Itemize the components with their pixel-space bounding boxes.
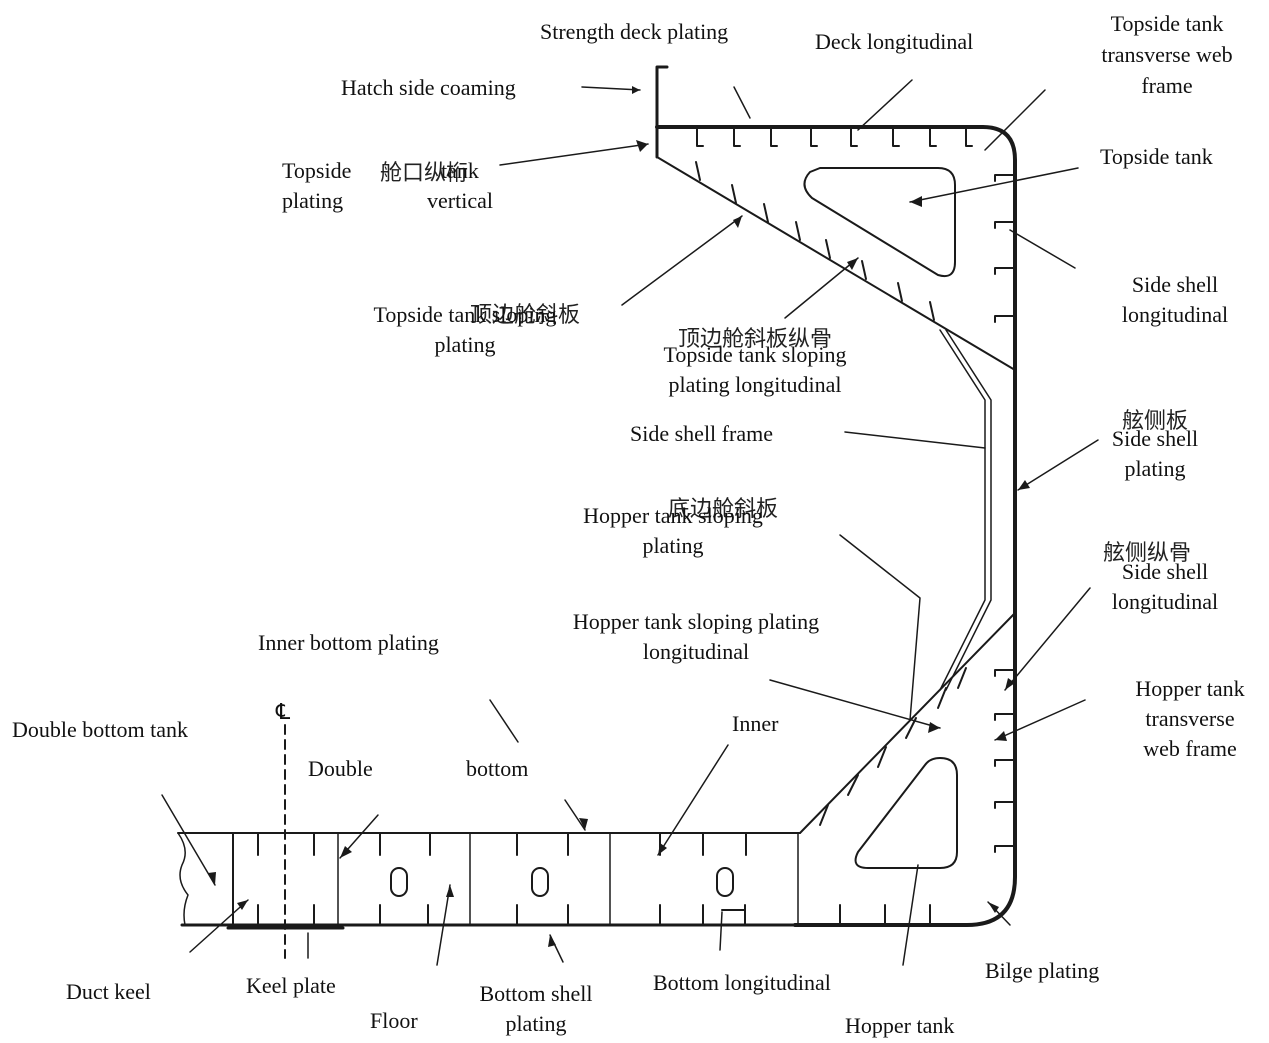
- label-side-shell-longitudinal-upper: Side shell longitudinal: [1121, 272, 1229, 327]
- label-topside-tank-web-frame: Topside tank transverse web frame: [1101, 11, 1233, 98]
- label-hatch-side-coaming: Hatch side coaming: [341, 75, 516, 100]
- label-double-bottom-tank: Double bottom tank: [12, 717, 188, 742]
- deck-and-side-shell: [655, 125, 1017, 927]
- hopper-sloping-line: [799, 612, 1016, 834]
- label-bottom: bottom: [466, 756, 529, 781]
- hopper-tank-opening: [854, 757, 958, 869]
- chinese-topside-sloping-longitudinal: 顶边舱斜板纵骨: [678, 327, 833, 352]
- chinese-hopper-sloping-plate: 底边舱斜板: [668, 497, 779, 522]
- chinese-hatch-girder: 舱口纵桁: [380, 161, 469, 186]
- side-shell-frame: [939, 329, 986, 691]
- label-double: Double: [308, 756, 373, 781]
- chinese-side-shell-plate: 舷侧板: [1122, 409, 1189, 434]
- label-side-shell-frame: Side shell frame: [630, 421, 773, 446]
- topside-tank-opening: [803, 167, 956, 278]
- label-topside-tank-sloping-plating: Topside tank sloping plating: [373, 302, 557, 357]
- topside-sloping-line: [656, 156, 1016, 371]
- label-hopper-tank-sloping-plating-longitudinal: Hopper tank sloping plating longitudinal: [572, 609, 820, 664]
- label-keel-plate: Keel plate: [246, 973, 336, 998]
- label-tank-vertical: tank vertical: [427, 158, 493, 213]
- label-bilge-plating: Bilge plating: [985, 958, 1100, 983]
- label-hopper-tank-web-frame: Hopper tank transverse web frame: [1135, 676, 1245, 761]
- chinese-topside-sloping-plate: 顶边舱斜板: [470, 303, 581, 328]
- label-deck-longitudinal: Deck longitudinal: [815, 29, 974, 54]
- label-inner: Inner: [732, 711, 779, 736]
- label-topside-tank: Topside tank: [1100, 144, 1213, 169]
- hatch-coaming-line: [655, 65, 669, 159]
- label-topside-plating: Topside plating: [282, 158, 352, 213]
- label-side-shell-longitudinal-lower: Side shell longitudinal: [1111, 559, 1219, 614]
- label-bottom-shell-plating: Bottom shell plating: [479, 981, 593, 1036]
- label-strength-deck-plating: Strength deck plating: [540, 19, 729, 44]
- label-floor: Floor: [370, 1008, 418, 1033]
- label-hopper-tank-sloping-plating: Hopper tank sloping plating: [583, 503, 763, 558]
- label-bottom-longitudinal: Bottom longitudinal: [653, 970, 831, 995]
- centerline-symbol: ℄: [276, 700, 291, 725]
- label-topside-tank-sloping-plating-longitudinal: Topside tank sloping plating longitudina…: [663, 342, 847, 397]
- chinese-side-longitudinal: 舷侧纵骨: [1103, 541, 1192, 566]
- label-inner-bottom-plating: Inner bottom plating: [258, 630, 439, 655]
- label-side-shell-plating: Side shell plating: [1111, 426, 1199, 481]
- label-duct-keel: Duct keel: [66, 979, 151, 1004]
- break-line: [177, 832, 189, 926]
- label-hopper-tank: Hopper tank: [845, 1013, 955, 1038]
